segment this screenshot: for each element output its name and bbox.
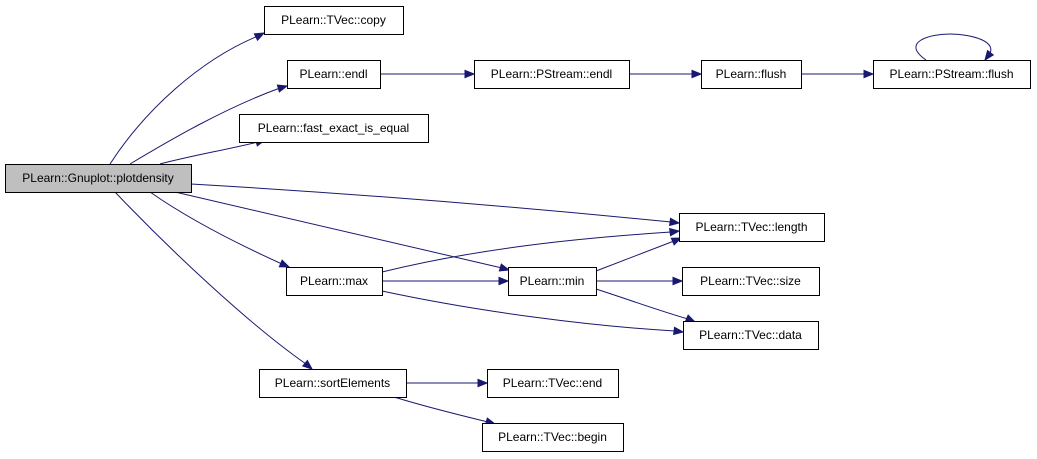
node-box <box>683 321 819 350</box>
node-label: PLearn::TVec::length <box>695 220 807 234</box>
node-plotdensity[interactable]: PLearn::Gnuplot::plotdensity <box>5 164 192 193</box>
node-box <box>264 6 404 35</box>
edge-line <box>114 191 307 365</box>
edge-line <box>915 33 992 61</box>
node-fast[interactable]: PLearn::fast_exact_is_equal <box>239 114 429 143</box>
arrowhead-icon <box>673 326 685 336</box>
node-label: PLearn::flush <box>716 67 787 81</box>
arrowhead-icon <box>669 217 681 227</box>
node-min[interactable]: PLearn::min <box>508 267 597 296</box>
arrowhead-icon <box>276 84 289 93</box>
edge-endl-to-pendl <box>380 69 476 79</box>
node-pflush[interactable]: PLearn::PStream::flush <box>873 60 1031 89</box>
arrowhead-icon <box>278 259 291 268</box>
node-end[interactable]: PLearn::TVec::end <box>487 369 619 398</box>
node-box <box>682 267 820 296</box>
node-begin[interactable]: PLearn::TVec::begin <box>482 423 624 452</box>
edge-plotdensity-to-max <box>149 191 291 268</box>
node-label: PLearn::PStream::flush <box>889 67 1013 81</box>
arrowhead-icon <box>670 237 683 246</box>
arrowhead-icon <box>498 276 510 286</box>
node-label: PLearn::max <box>300 274 368 288</box>
edge-line <box>381 231 672 273</box>
edge-line <box>149 191 283 265</box>
edge-plotdensity-to-endl <box>129 84 289 165</box>
edge-pflush-to-pflush <box>915 33 995 62</box>
edge-min-to-data <box>595 288 697 323</box>
edge-flush-to-pflush <box>801 69 875 79</box>
node-box <box>873 60 1031 89</box>
arrowhead-icon <box>691 69 703 79</box>
arrowhead-icon <box>253 32 266 42</box>
arrowhead-icon <box>863 69 875 79</box>
node-copy[interactable]: PLearn::TVec::copy <box>264 6 404 35</box>
edge-line <box>393 396 489 423</box>
arrowhead-icon <box>464 69 476 79</box>
node-size[interactable]: PLearn::TVec::size <box>682 267 820 296</box>
arrowhead-icon <box>301 359 314 370</box>
edge-max-to-length <box>381 227 681 273</box>
node-flush[interactable]: PLearn::flush <box>701 60 802 89</box>
arrowhead-icon <box>684 314 697 323</box>
node-label: PLearn::endl <box>299 67 367 81</box>
arrowhead-icon <box>477 378 489 388</box>
edge-plotdensity-to-sort <box>114 191 314 370</box>
edge-pendl-to-flush <box>629 69 703 79</box>
node-endl[interactable]: PLearn::endl <box>287 60 381 89</box>
edges-layer <box>109 32 995 426</box>
edge-line <box>109 35 259 165</box>
node-label: PLearn::TVec::copy <box>281 13 386 27</box>
node-box <box>508 267 597 296</box>
arrowhead-icon <box>669 227 681 237</box>
node-box <box>286 267 383 296</box>
edge-line <box>190 183 672 223</box>
arrowhead-icon <box>672 276 684 286</box>
node-label: PLearn::PStream::endl <box>491 67 612 81</box>
edge-min-to-length <box>595 237 683 272</box>
edge-sort-to-begin <box>393 396 497 426</box>
edge-sort-to-end <box>406 378 489 388</box>
node-box <box>701 60 802 89</box>
node-sort[interactable]: PLearn::sortElements <box>259 369 407 398</box>
node-label: PLearn::TVec::size <box>700 274 801 288</box>
edge-line <box>595 240 675 272</box>
edge-line <box>381 290 676 332</box>
arrowhead-icon <box>984 49 995 62</box>
node-label: PLearn::TVec::end <box>503 376 602 390</box>
edge-max-to-min <box>382 276 510 286</box>
edge-plotdensity-to-length <box>190 183 681 227</box>
node-box <box>474 60 630 89</box>
edge-line <box>129 87 281 165</box>
node-box <box>487 369 619 398</box>
node-box <box>239 114 429 143</box>
node-box <box>287 60 381 89</box>
node-label: PLearn::min <box>520 274 585 288</box>
node-label: PLearn::fast_exact_is_equal <box>258 121 409 135</box>
node-box <box>5 164 192 193</box>
edge-plotdensity-to-copy <box>109 32 266 165</box>
edge-line <box>159 141 259 165</box>
edge-plotdensity-to-min <box>174 191 511 272</box>
node-label: PLearn::TVec::begin <box>498 430 607 444</box>
edge-min-to-size <box>596 276 684 286</box>
node-max[interactable]: PLearn::max <box>286 267 383 296</box>
node-box <box>679 213 825 242</box>
node-label: PLearn::sortElements <box>275 376 390 390</box>
node-label: PLearn::TVec::data <box>699 328 802 342</box>
node-data[interactable]: PLearn::TVec::data <box>683 321 819 350</box>
edge-max-to-data <box>381 290 685 336</box>
node-label: PLearn::Gnuplot::plotdensity <box>22 171 173 185</box>
node-box <box>482 423 624 452</box>
node-length[interactable]: PLearn::TVec::length <box>679 213 825 242</box>
node-box <box>259 369 407 398</box>
node-pendl[interactable]: PLearn::PStream::endl <box>474 60 630 89</box>
edge-line <box>595 288 689 320</box>
nodes-layer: PLearn::Gnuplot::plotdensityPLearn::TVec… <box>5 6 1031 452</box>
arrowhead-icon <box>498 263 511 272</box>
